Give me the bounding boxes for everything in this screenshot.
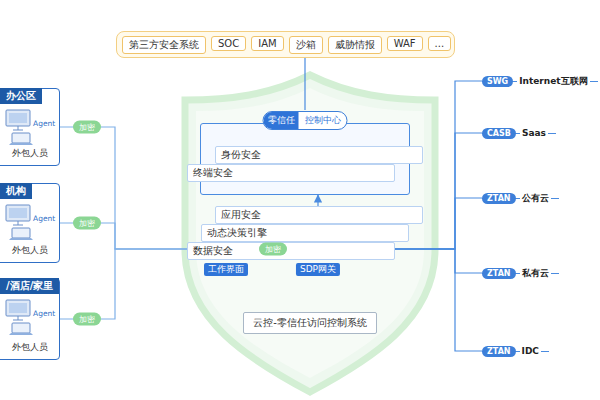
badge-label: 控制中心 (299, 112, 347, 129)
item-box: WAF (387, 36, 423, 51)
destination-label: Saas (520, 128, 548, 138)
zone-heading: 机构 (0, 183, 32, 199)
connector (344, 249, 482, 351)
item-label: ... (435, 38, 445, 49)
item-label: SOC (218, 38, 239, 49)
chip-label: 数据安全 (193, 245, 233, 256)
zone-heading: 办公区 (0, 88, 42, 104)
item-label: WAF (394, 38, 416, 49)
user-label: 外包人员 (0, 147, 59, 160)
device-label: 工作界面 (204, 263, 248, 276)
connector (60, 127, 198, 249)
service-pill: CASB (482, 128, 516, 139)
item-label: 威胁情报 (335, 39, 375, 50)
chip-box: 终端安全 (187, 164, 395, 182)
item-box: ... (428, 36, 452, 51)
user-label: 外包人员 (0, 341, 59, 354)
connector (60, 249, 198, 319)
chip-label: 应用安全 (221, 209, 261, 220)
zone-heading: /酒店/家里 (0, 278, 59, 294)
device-label: SDP网关 (296, 263, 340, 276)
link-line (304, 58, 305, 110)
badge-label: 零信任 (264, 112, 299, 129)
panel-box: 机构外包人员 Agent (0, 183, 60, 263)
user-label: 外包人员 (0, 244, 59, 257)
destination-label: Internet互联网 (517, 75, 589, 88)
agent-tag: Agent (33, 214, 55, 223)
ctrl-box: 零信任控制中心身份安全终端安全应用安全动态决策引擎数据安全 (200, 123, 410, 195)
computer-icon (6, 205, 33, 240)
item-label: 第三方安全系统 (129, 39, 199, 50)
encryption-pill: 加密 (259, 243, 287, 256)
service-pill: ZTAN (482, 193, 516, 204)
shield-outline (185, 75, 435, 392)
service-pill: SWG (482, 76, 513, 87)
chip-box: 数据安全 (187, 242, 395, 260)
destination-label: 私有云 (520, 267, 551, 280)
desk-box: SDP网关 (292, 222, 344, 276)
panel-box: 办公区外包人员 Agent (0, 88, 60, 166)
panel-box: /酒店/家里外包人员 Agent (0, 278, 60, 360)
plain-label: 云控-零信任访问控制系统 (253, 317, 367, 328)
chip-label: 身份安全 (221, 149, 261, 160)
dest-box: CASB Saas (482, 125, 556, 141)
computer-icon (6, 300, 33, 335)
dest-box: ZTAN IDC (482, 343, 549, 359)
computer-icon (6, 110, 33, 145)
chip-box: 动态决策引擎 (201, 224, 409, 242)
dest-box: ZTAN 公有云 (482, 190, 559, 206)
item-box: SOC (211, 36, 246, 51)
desk-box: 工作界面 (198, 222, 254, 276)
destination-label: IDC (520, 346, 541, 356)
item-label: 沙箱 (296, 39, 316, 50)
item-box: 沙箱 (289, 36, 323, 54)
plain-box: 云控-零信任访问控制系统 (243, 312, 377, 334)
encryption-pill: 加密 (73, 121, 101, 134)
chip-box: 身份安全 (215, 146, 423, 164)
item-box: 威胁情报 (328, 36, 382, 54)
service-pill: ZTAN (482, 346, 516, 357)
dest-box: ZTAN 私有云 (482, 265, 559, 281)
encryption-pill: 加密 (73, 313, 101, 326)
item-box: IAM (251, 36, 283, 51)
destination-label: 公有云 (520, 192, 551, 205)
item-box: 第三方安全系统 (122, 36, 206, 54)
chip-label: 终端安全 (193, 167, 233, 178)
service-pill: ZTAN (482, 268, 516, 279)
item-label: IAM (258, 38, 276, 49)
chip-label: 动态决策引擎 (207, 227, 267, 238)
shield-inner (196, 88, 424, 378)
chip-box: 应用安全 (215, 206, 423, 224)
encryption-pill: 加密 (73, 217, 101, 230)
center-badge: 零信任控制中心 (263, 111, 348, 130)
agent-tag: Agent (33, 309, 55, 318)
dest-box: SWG Internet互联网 (482, 73, 598, 89)
agent-tag: Agent (33, 119, 55, 128)
